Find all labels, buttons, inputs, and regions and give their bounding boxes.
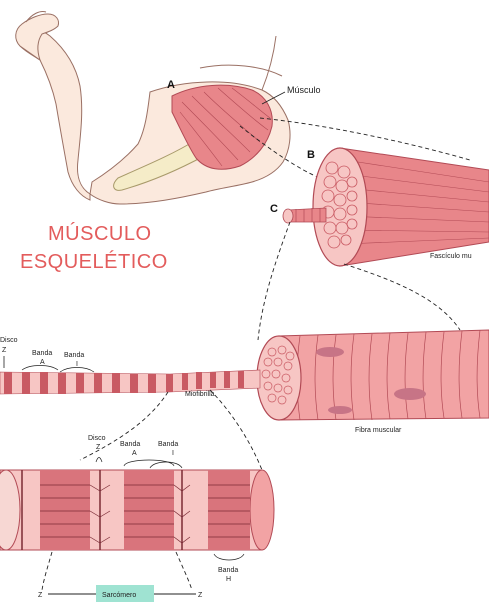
muscle-fibre-illustration: [0, 330, 489, 420]
title-line-2: ESQUELÉTICO: [20, 250, 168, 273]
label-fibra: Fibra muscular: [355, 427, 402, 434]
label-banda-a-top: Banda: [32, 350, 52, 357]
marker-c: C: [270, 203, 278, 215]
label-banda-a-mid: Banda: [120, 441, 140, 448]
label-banda-h: Banda: [218, 567, 238, 574]
label-musculo: Músculo: [287, 85, 321, 95]
label-banda-h-letter: H: [226, 576, 231, 583]
label-banda-i-mid: Banda: [158, 441, 178, 448]
connector-lines-myofibril: [80, 390, 262, 470]
band-labels-top: Disco Z Banda A Banda I: [0, 337, 94, 372]
label-banda-i-mid-letter: I: [172, 450, 174, 457]
marker-b: B: [307, 149, 315, 161]
label-banda-a-top-letter: A: [40, 359, 45, 366]
label-banda-i-top-letter: I: [76, 361, 78, 368]
myofibril: [0, 370, 260, 394]
label-banda-a-mid-letter: A: [132, 450, 137, 457]
arm-illustration: [16, 11, 290, 204]
title-line-1: MÚSCULO: [48, 222, 152, 245]
marker-a: A: [167, 79, 175, 91]
forearm-outline: [19, 29, 90, 200]
label-miofibrilla: Miofibrilla: [185, 391, 215, 398]
label-sarcomero: Sarcómero: [102, 592, 136, 599]
label-fasciculo: Fascículo mu: [430, 253, 472, 260]
label-z-mid: Z: [96, 444, 101, 451]
fibre-cross-section: [257, 336, 301, 420]
label-z-bottom-right: Z: [198, 592, 203, 599]
fascicle-illustration: [283, 148, 489, 266]
label-z-bottom-left: Z: [38, 592, 43, 599]
myofibril-zoom: [0, 458, 274, 561]
label-banda-i-top: Banda: [64, 352, 84, 359]
label-z-left: Z: [2, 347, 7, 354]
label-disco-left: Disco: [0, 337, 18, 344]
fascicle-cross-section: [313, 148, 367, 266]
label-disco-mid: Disco: [88, 435, 106, 442]
